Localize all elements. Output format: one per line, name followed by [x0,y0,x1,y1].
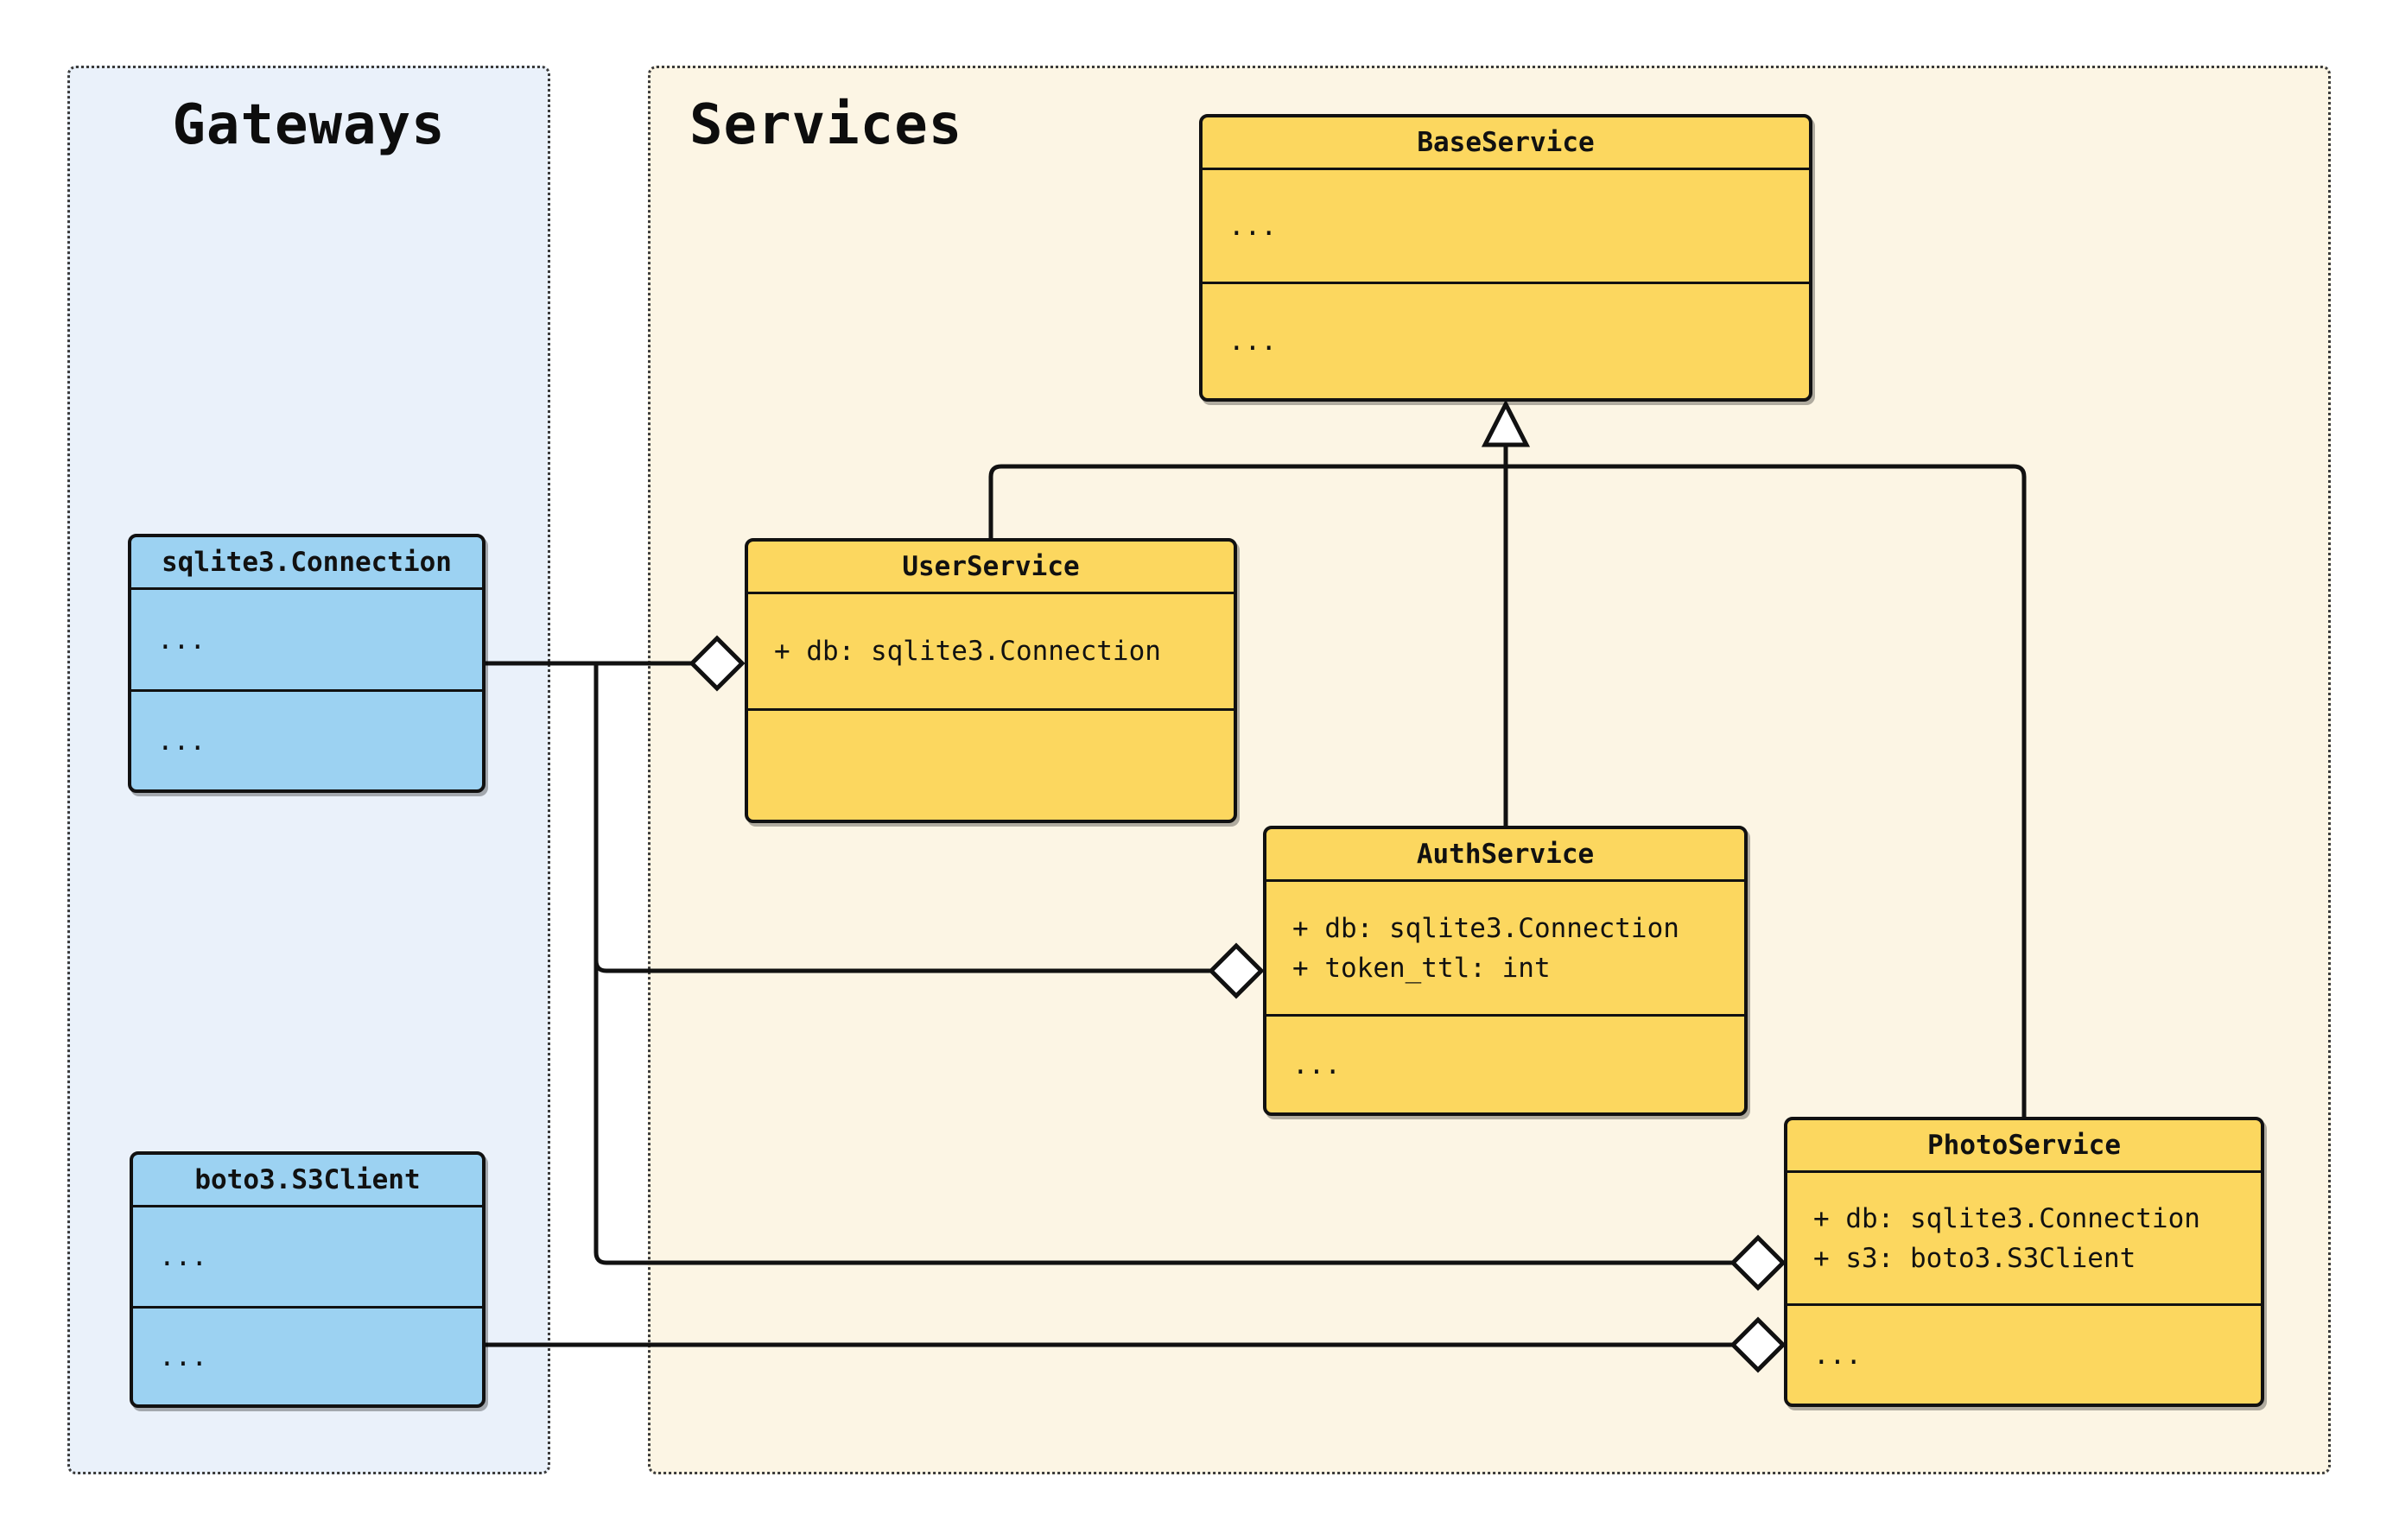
method-line: ... [1228,326,1277,357]
class-methods: ... [1203,282,1809,398]
class-attributes: ... [1203,168,1809,282]
attribute-line: + token_ttl: int [1292,952,1551,984]
class-sqlite3-connection[interactable]: sqlite3.Connection ... ... [128,534,486,793]
attribute-line: + db: sqlite3.Connection [1292,912,1679,944]
class-boto3-s3client[interactable]: boto3.S3Client ... ... [130,1151,486,1408]
class-title: BaseService [1417,127,1595,158]
aggregation-diamond-userservice [689,635,746,692]
class-methods: ... [131,689,482,789]
method-line: ... [1292,1049,1341,1081]
gateways-group-title: Gateways [172,93,446,157]
class-attributes: + db: sqlite3.Connection + token_ttl: in… [1266,879,1744,1014]
class-attributes: + db: sqlite3.Connection [748,592,1234,708]
class-attributes: ... [131,587,482,689]
class-title: sqlite3.Connection [162,547,452,578]
class-userservice[interactable]: UserService + db: sqlite3.Connection [745,538,1237,823]
class-methods: ... [1787,1303,2261,1404]
aggregation-diamond-authservice [1208,942,1265,999]
method-line: ... [1813,1339,1862,1371]
edge-sqlite-branch-authservice [593,960,1210,973]
class-attributes: + db: sqlite3.Connection + s3: boto3.S3C… [1787,1170,2261,1303]
method-line: ... [159,1340,207,1372]
inheritance-triangle-marker [1481,399,1531,447]
class-baseservice[interactable]: BaseService ... ... [1199,114,1812,402]
class-title: PhotoService [1927,1130,2121,1161]
class-methods: ... [1266,1014,1744,1112]
attribute-line: ... [157,624,206,656]
attribute-line: ... [159,1241,207,1272]
method-line: ... [157,725,206,757]
aggregation-diamond-photoservice-db [1729,1234,1787,1291]
attribute-line: + s3: boto3.S3Client [1813,1242,2136,1274]
class-authservice[interactable]: AuthService + db: sqlite3.Connection + t… [1263,826,1748,1116]
edge-sqlite-branch-photoservice [593,663,1732,1265]
class-attributes: ... [133,1205,482,1306]
attribute-line: ... [1228,210,1277,242]
aggregation-diamond-photoservice-s3 [1729,1316,1787,1373]
class-methods [748,708,1234,820]
class-photoservice[interactable]: PhotoService + db: sqlite3.Connection + … [1784,1117,2264,1407]
class-title: AuthService [1416,839,1595,870]
attribute-line: + db: sqlite3.Connection [774,636,1161,667]
services-group-title: Services [689,93,963,157]
class-title: UserService [902,551,1080,582]
class-methods: ... [133,1306,482,1404]
class-title: boto3.S3Client [194,1164,421,1195]
attribute-line: + db: sqlite3.Connection [1813,1202,2200,1234]
